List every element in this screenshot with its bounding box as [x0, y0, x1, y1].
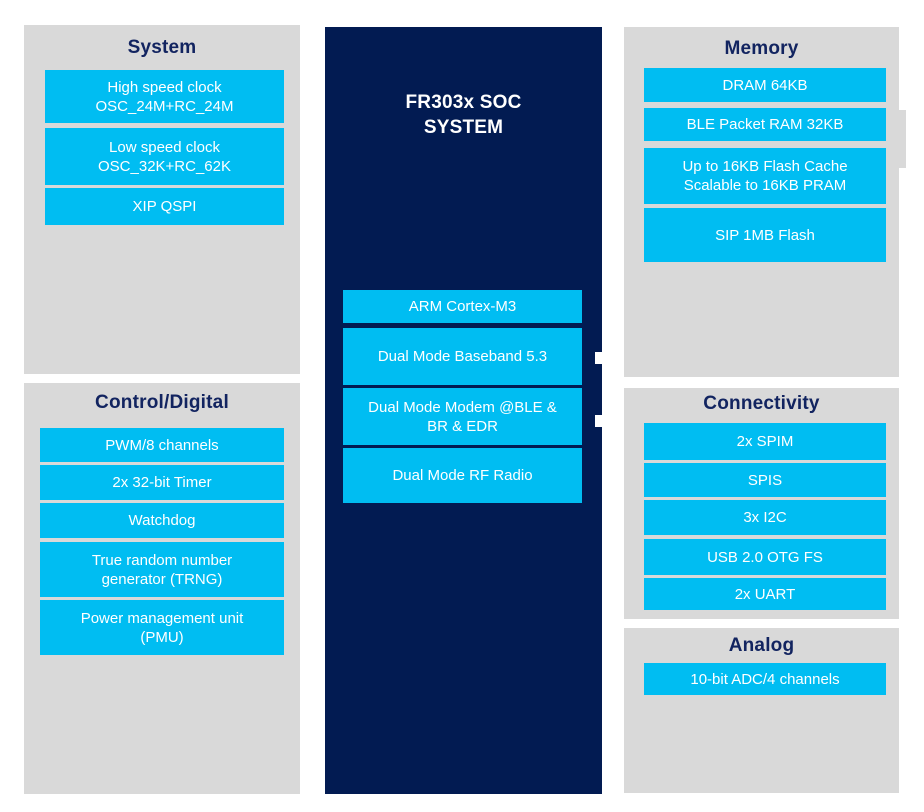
high-speed-clock-block: High speed clock OSC_24M+RC_24M: [45, 70, 284, 123]
flash-cache-block: Up to 16KB Flash Cache Scalable to 16KB …: [644, 148, 886, 204]
memory-panel: Memory DRAM 64KB BLE Packet RAM 32KB Up …: [624, 27, 899, 377]
trng-block: True random number generator (TRNG): [40, 542, 284, 597]
panel-edge-notch: [595, 352, 602, 364]
rf-radio-block: Dual Mode RF Radio: [343, 448, 582, 503]
right-edge-tab: [898, 110, 906, 168]
analog-panel-title: Analog: [728, 635, 795, 656]
connectivity-panel: Connectivity 2x SPIM SPIS 3x I2C USB 2.0…: [624, 388, 899, 619]
spis-block: SPIS: [644, 463, 886, 497]
adc-block: 10-bit ADC/4 channels: [644, 663, 886, 695]
soc-system-panel: FR303x SOC SYSTEM ARM Cortex-M3 Dual Mod…: [325, 27, 602, 794]
system-panel-title: System: [127, 37, 197, 58]
uart-block: 2x UART: [644, 578, 886, 610]
memory-panel-title: Memory: [724, 38, 799, 59]
panel-edge-notch: [595, 415, 602, 427]
connectivity-panel-title: Connectivity: [703, 393, 820, 414]
xip-qspi-block: XIP QSPI: [45, 188, 284, 225]
system-panel: System High speed clock OSC_24M+RC_24M L…: [24, 25, 300, 374]
arm-cortex-m3-block: ARM Cortex-M3: [343, 290, 582, 323]
i2c-block: 3x I2C: [644, 500, 886, 535]
dram-block: DRAM 64KB: [644, 68, 886, 102]
pmu-block: Power management unit (PMU): [40, 600, 284, 655]
control-digital-panel: Control/Digital PWM/8 channels 2x 32-bit…: [24, 383, 300, 794]
soc-system-title: FR303x SOC SYSTEM: [405, 92, 522, 138]
watchdog-block: Watchdog: [40, 503, 284, 538]
pwm-block: PWM/8 channels: [40, 428, 284, 462]
ble-packet-ram-block: BLE Packet RAM 32KB: [644, 108, 886, 141]
sip-flash-block: SIP 1MB Flash: [644, 208, 886, 262]
spim-block: 2x SPIM: [644, 423, 886, 460]
control-digital-panel-title: Control/Digital: [95, 392, 229, 413]
timer-block: 2x 32-bit Timer: [40, 465, 284, 500]
usb-otg-block: USB 2.0 OTG FS: [644, 539, 886, 575]
analog-panel: Analog 10-bit ADC/4 channels: [624, 628, 899, 793]
low-speed-clock-block: Low speed clock OSC_32K+RC_62K: [45, 128, 284, 185]
modem-block: Dual Mode Modem @BLE & BR & EDR: [343, 388, 582, 445]
baseband-block: Dual Mode Baseband 5.3: [343, 328, 582, 385]
